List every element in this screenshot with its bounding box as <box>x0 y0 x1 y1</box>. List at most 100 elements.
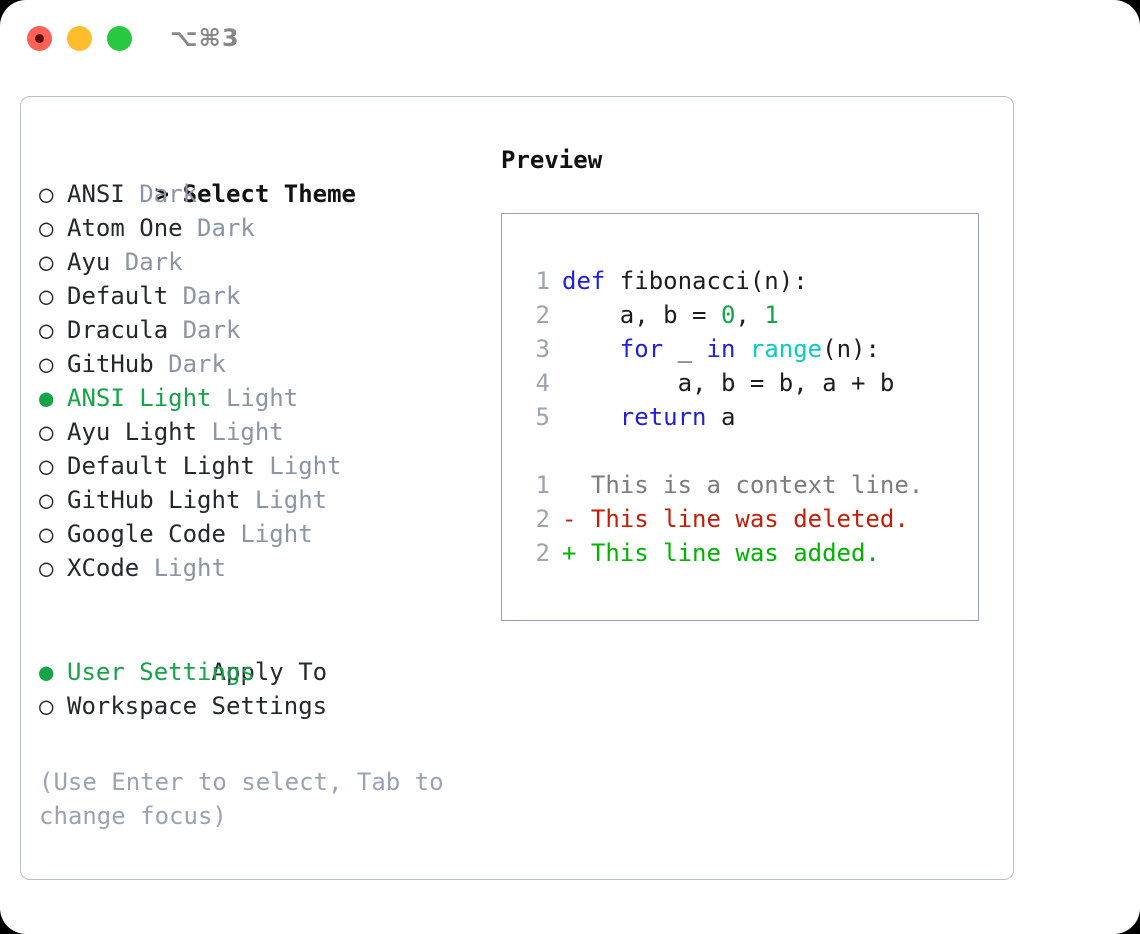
line-number: 2 <box>535 505 550 533</box>
radio-unselected-icon: ○ <box>39 452 68 480</box>
apply-to-options-list[interactable]: ● User Settings○ Workspace Settings <box>39 655 469 723</box>
theme-option-github[interactable]: ○ GitHub Dark <box>39 347 469 381</box>
theme-name: Dracula <box>67 316 183 344</box>
theme-option-default-light[interactable]: ○ Default Light Light <box>39 449 469 483</box>
line-number: 4 <box>535 369 550 397</box>
radio-unselected-icon: ○ <box>39 418 68 446</box>
code-token: 1 <box>764 301 779 329</box>
theme-name: GitHub <box>67 350 169 378</box>
theme-kind-badge: Dark <box>124 248 183 276</box>
theme-kind-badge: Light <box>225 384 299 412</box>
theme-kind-badge: Light <box>211 418 284 446</box>
code-token <box>562 403 620 431</box>
radio-selected-icon: ● <box>39 384 68 412</box>
select-theme-header: > Select Theme <box>39 143 469 208</box>
diff-text: + This line was added. <box>562 539 880 567</box>
recording-indicator-icon <box>35 34 44 43</box>
theme-kind-badge: Dark <box>182 316 241 344</box>
code-token: fibonacci(n): <box>605 267 808 295</box>
theme-kind-badge: Light <box>240 520 313 548</box>
apply-to-option-user-settings[interactable]: ● User Settings <box>39 655 469 689</box>
code-token: for <box>619 335 664 363</box>
theme-kind-badge: Dark <box>182 282 241 310</box>
theme-option-ansi-light[interactable]: ● ANSI Light Light <box>39 381 469 415</box>
theme-name: Default <box>67 282 183 310</box>
theme-kind-badge: Dark <box>168 350 226 378</box>
diff-line: 2+ This line was added. <box>520 536 978 570</box>
radio-unselected-icon: ○ <box>39 486 68 514</box>
radio-unselected-icon: ○ <box>39 180 68 208</box>
theme-name: Ayu Light <box>67 418 212 446</box>
code-line: 5 return a <box>520 400 978 434</box>
theme-kind-badge: Light <box>254 486 328 514</box>
diff-line: 2 - This line was deleted. <box>520 502 978 536</box>
apply-to-option-label: Workspace Settings <box>67 692 328 720</box>
preview-spacer <box>520 434 978 468</box>
code-line: 2 a, b = 0, 1 <box>520 298 978 332</box>
theme-option-default[interactable]: ○ Default Dark <box>39 279 469 313</box>
theme-option-google-code[interactable]: ○ Google Code Light <box>39 517 469 551</box>
code-token: a <box>706 403 736 431</box>
code-token: 0 <box>720 301 736 329</box>
radio-unselected-icon: ○ <box>39 692 68 720</box>
line-number: 1 <box>535 471 550 499</box>
radio-unselected-icon: ○ <box>39 248 68 276</box>
apply-to-option-workspace-settings[interactable]: ○ Workspace Settings <box>39 689 469 723</box>
cursor-marker-icon: > <box>154 180 184 208</box>
close-button[interactable] <box>27 26 52 51</box>
theme-option-atom-one[interactable]: ○ Atom One Dark <box>39 211 469 245</box>
code-token <box>735 335 749 363</box>
code-token: a, b = <box>562 301 721 329</box>
code-line: 3 for _ in range(n): <box>520 332 978 366</box>
theme-option-xcode[interactable]: ○ XCode Light <box>39 551 469 585</box>
theme-name: XCode <box>67 554 154 582</box>
line-number: 2 <box>535 301 550 329</box>
keyboard-hint-text: (Use Enter to select, Tab to change focu… <box>39 768 444 830</box>
apply-to-header-label: Apply To <box>211 658 328 686</box>
keyboard-shortcut-label: ⌥⌘3 <box>170 24 240 52</box>
apply-to-section: Apply To ● User Settings○ Workspace Sett… <box>39 621 469 723</box>
code-line: 4 a, b = b, a + b <box>520 366 978 400</box>
radio-unselected-icon: ○ <box>39 214 68 242</box>
theme-name: Default Light <box>67 452 270 480</box>
theme-kind-badge: Dark <box>139 180 198 208</box>
code-token: in <box>706 335 736 363</box>
theme-name: ANSI <box>67 180 140 208</box>
diff-text: This is a context line. <box>562 471 924 499</box>
theme-kind-badge: Light <box>269 452 342 480</box>
theme-kind-badge: Dark <box>197 214 255 242</box>
theme-option-ayu[interactable]: ○ Ayu Dark <box>39 245 469 279</box>
window-titlebar: ⌥⌘3 <box>0 0 1140 78</box>
theme-list-pane: > Select Theme ○ ANSI Dark○ Atom One Dar… <box>39 143 469 833</box>
radio-unselected-icon: ○ <box>39 520 68 548</box>
preview-title: Preview <box>501 146 603 174</box>
apply-to-option-label: User Settings <box>67 658 255 686</box>
radio-unselected-icon: ○ <box>39 554 68 582</box>
line-number: 1 <box>535 267 550 295</box>
maximize-button[interactable] <box>107 26 132 51</box>
code-token: _ <box>663 335 707 363</box>
code-token: range <box>749 335 823 363</box>
theme-kind-badge: Light <box>153 554 226 582</box>
theme-name: Google Code <box>67 520 241 548</box>
theme-picker-card: > Select Theme ○ ANSI Dark○ Atom One Dar… <box>20 96 1014 880</box>
select-theme-header-label: Select Theme <box>182 180 356 208</box>
line-number: 5 <box>535 403 550 431</box>
theme-option-dracula[interactable]: ○ Dracula Dark <box>39 313 469 347</box>
line-number: 3 <box>535 335 550 363</box>
theme-name: GitHub Light <box>67 486 255 514</box>
code-token: (n): <box>822 335 880 363</box>
theme-option-github-light[interactable]: ○ GitHub Light Light <box>39 483 469 517</box>
theme-option-ansi[interactable]: ○ ANSI Dark <box>39 177 469 211</box>
diff-sample: 1 This is a context line. 2 - This line wa… <box>520 468 978 570</box>
theme-name: Ayu <box>67 248 125 276</box>
theme-options-list[interactable]: ○ ANSI Dark○ Atom One Dark○ Ayu Dark○ De… <box>39 177 469 585</box>
apply-to-header: Apply To <box>39 621 469 686</box>
minimize-button[interactable] <box>67 26 92 51</box>
theme-option-ayu-light[interactable]: ○ Ayu Light Light <box>39 415 469 449</box>
diff-text: - This line was deleted. <box>562 505 909 533</box>
